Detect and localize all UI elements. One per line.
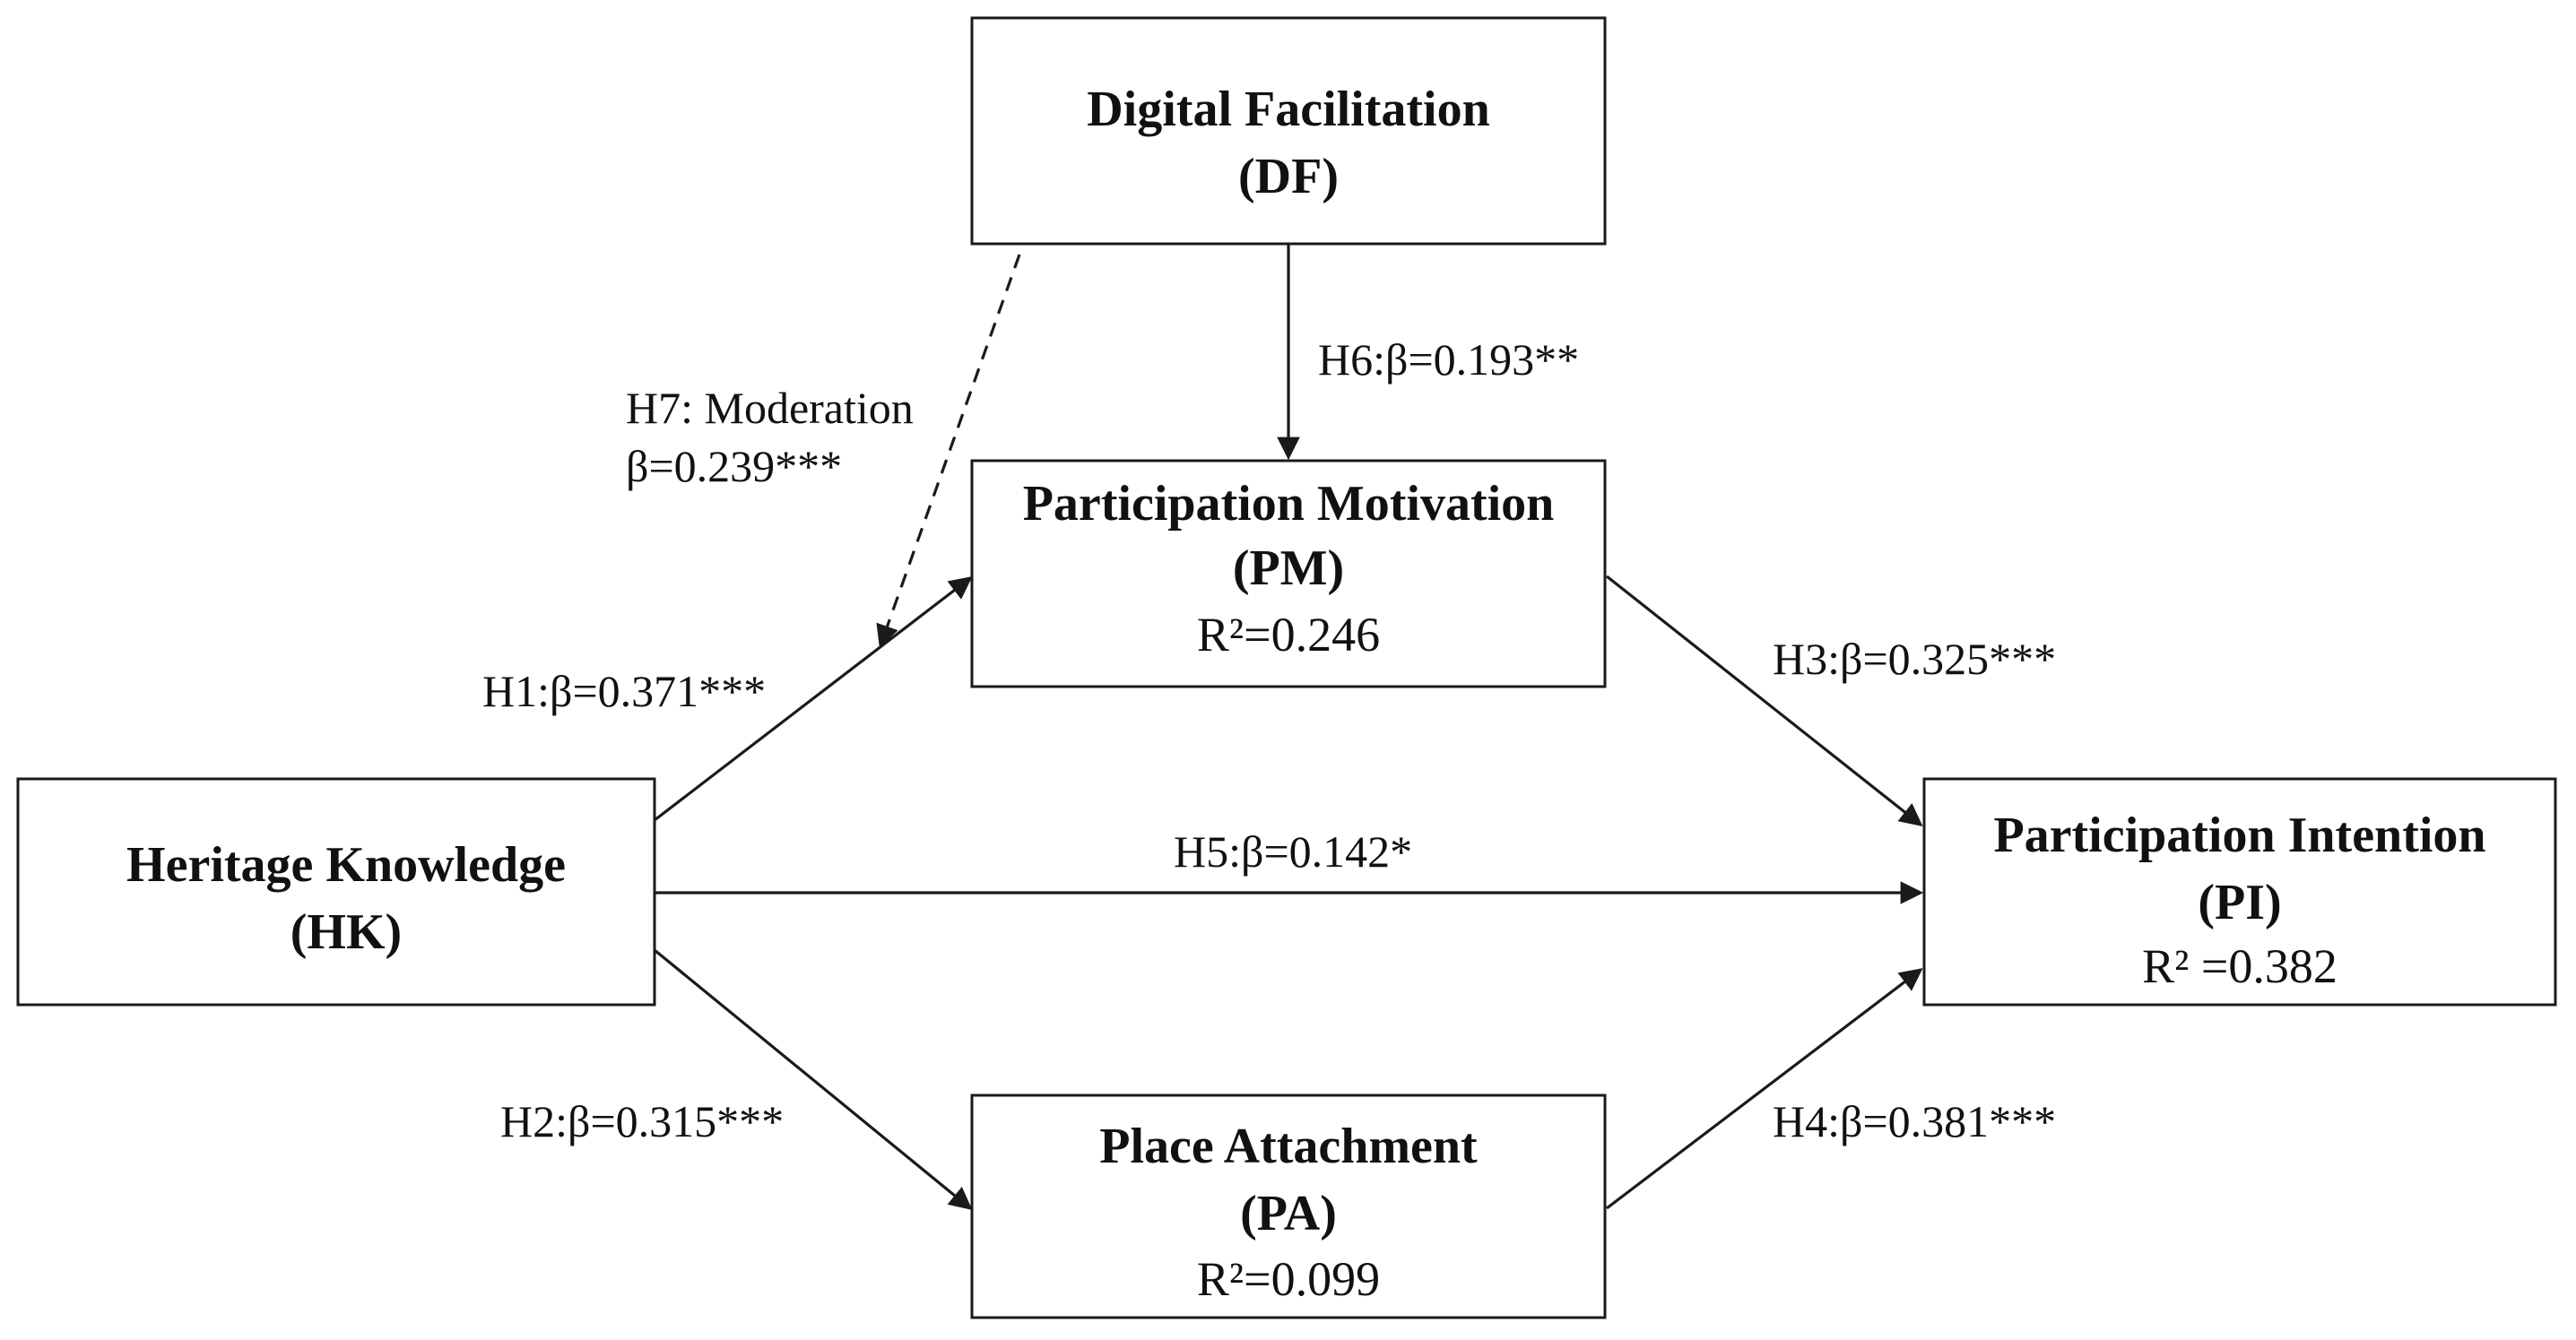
node-heritage-knowledge: Heritage Knowledge (HK) [16, 777, 656, 1007]
node-pa-abbr: (PA) [1240, 1186, 1337, 1241]
node-pm-title: Participation Motivation [1023, 476, 1555, 532]
node-hk-title: Heritage Knowledge [126, 837, 566, 893]
node-digital-facilitation: Digital Facilitation (DF) [970, 16, 1607, 246]
edge-h7-df-moderation [876, 254, 1021, 649]
edge-h1-hk-to-pm [654, 576, 973, 822]
node-df-abbr: (DF) [1238, 149, 1339, 204]
edge-label-h1: H1:β=0.371*** [482, 666, 766, 716]
node-pa-title: Place Attachment [1099, 1119, 1478, 1174]
node-pi-r2: R² =0.382 [2142, 939, 2337, 993]
edge-label-h3: H3:β=0.325*** [1773, 634, 2056, 684]
edge-label-h7-beta: β=0.239*** [626, 441, 842, 491]
edge-label-h4: H4:β=0.381*** [1773, 1096, 2056, 1146]
edge-h2-hk-to-pa [653, 948, 973, 1211]
node-pi-abbr: (PI) [2198, 875, 2281, 930]
node-pa-r2: R²=0.099 [1197, 1252, 1380, 1306]
node-participation-motivation: Participation Motivation (PM) R²=0.246 [970, 459, 1607, 688]
node-hk-abbr: (HK) [291, 904, 402, 960]
edge-label-h5: H5:β=0.142* [1174, 826, 1412, 877]
node-participation-intention: Participation Intention (PI) R² =0.382 [1922, 777, 2557, 1007]
node-place-attachment: Place Attachment (PA) R²=0.099 [970, 1094, 1607, 1319]
edge-label-h6: H6:β=0.193** [1318, 334, 1579, 385]
node-pm-r2: R²=0.246 [1197, 608, 1380, 661]
node-pm-abbr: (PM) [1233, 540, 1344, 596]
edge-h3-pm-to-pi [1606, 575, 1923, 826]
edge-h4-pa-to-pi [1606, 968, 1923, 1210]
edge-label-h2: H2:β=0.315*** [500, 1096, 784, 1146]
edge-label-h7: H7: Moderation [626, 383, 914, 433]
node-pi-title: Participation Intention [1993, 808, 2485, 863]
node-df-title: Digital Facilitation [1087, 82, 1490, 137]
